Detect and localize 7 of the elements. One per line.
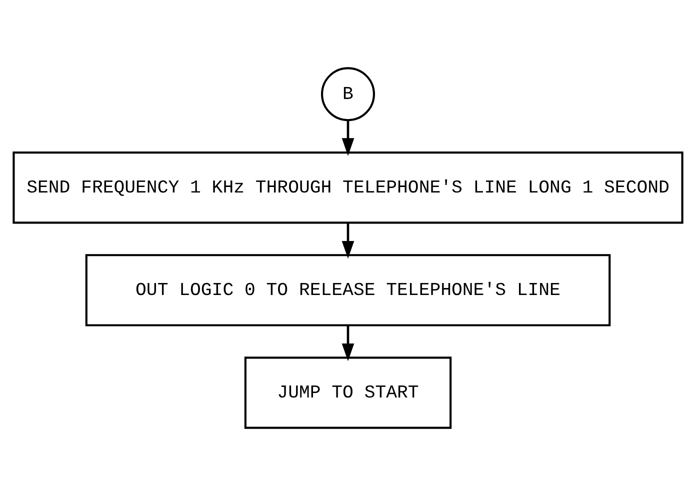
node-box: JUMP TO START xyxy=(244,356,452,428)
arrow xyxy=(342,324,354,361)
arrow xyxy=(342,222,354,258)
node-box: OUT LOGIC 0 TO RELEASE TELEPHONE'S LINE xyxy=(85,254,611,326)
node-box: SEND FREQUENCY 1 KHz THROUGH TELEPHONE'S LINE LONG 1 SECOND xyxy=(12,151,684,224)
node-circle: B xyxy=(321,66,375,121)
arrow xyxy=(342,120,354,156)
